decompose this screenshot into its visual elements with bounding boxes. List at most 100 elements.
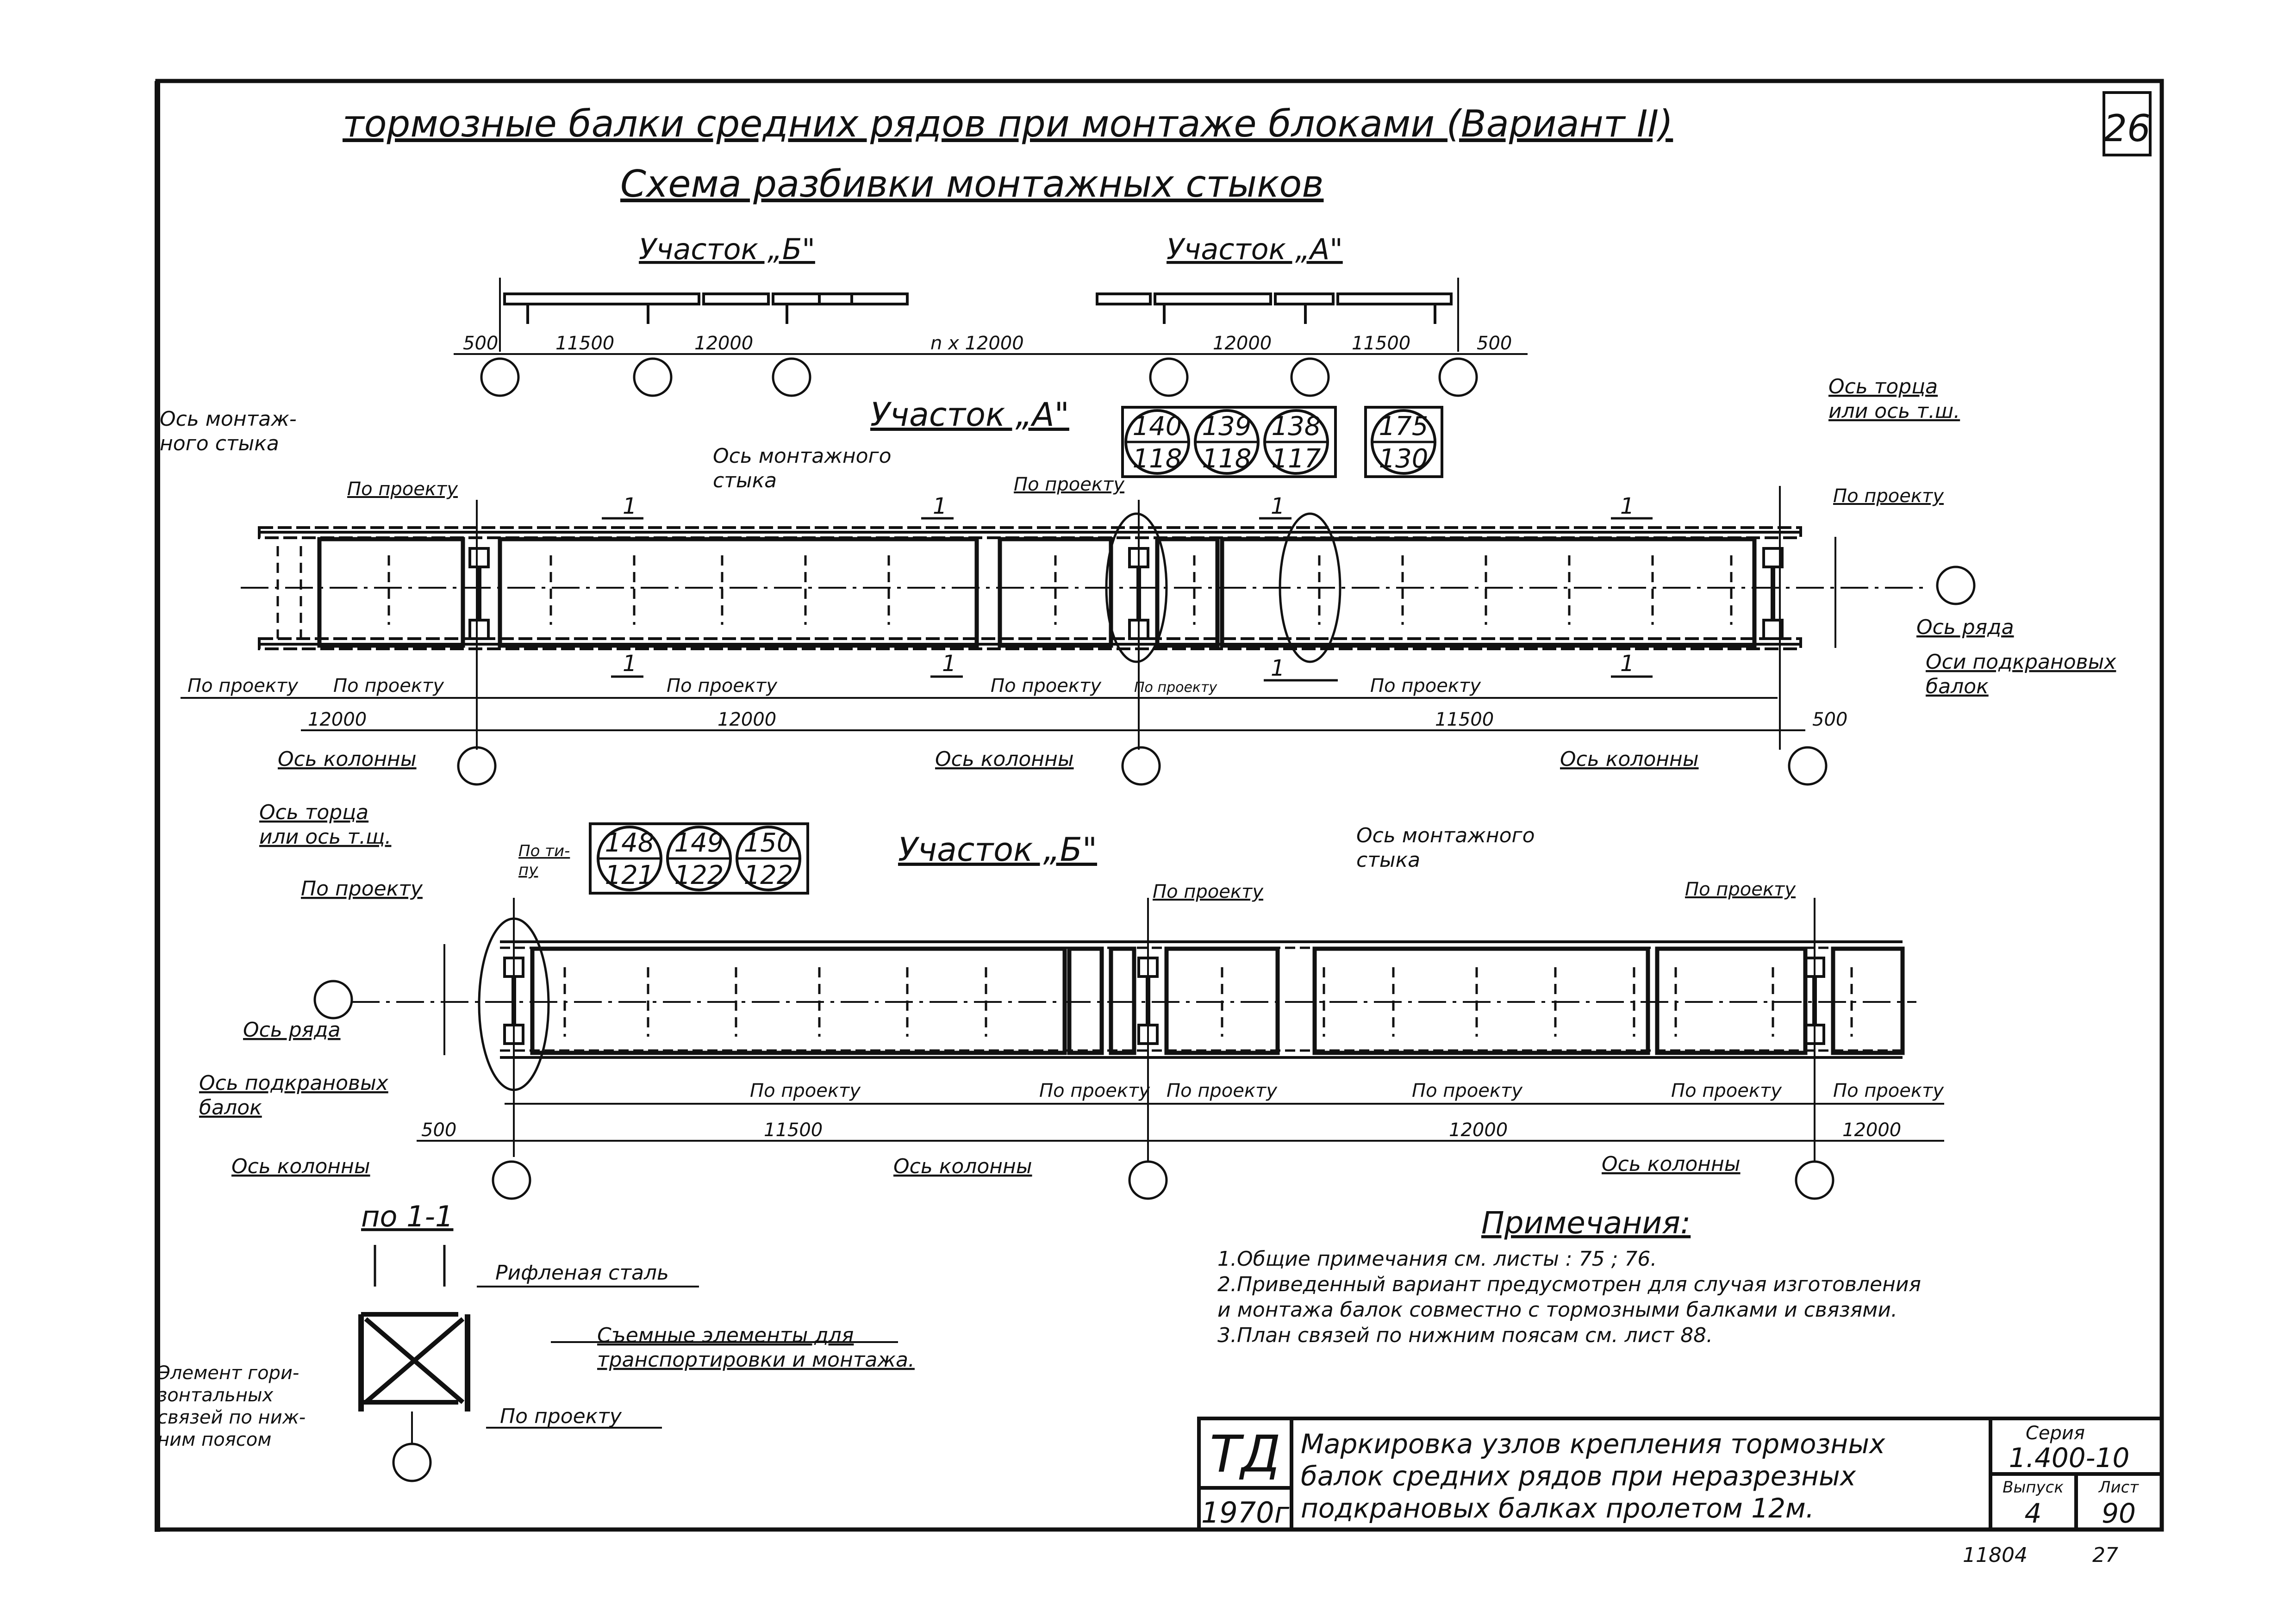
column-connector [1762, 547, 1784, 640]
section-marker: 1 [1611, 651, 1653, 678]
plan-b-bottom-label: По проекту [1167, 1080, 1278, 1101]
mark-top: 148 [605, 828, 655, 858]
stamp-series: 1.400-10 [2009, 1442, 2130, 1474]
plan-a-dim-3: 11500 [1435, 709, 1494, 730]
plan-b-bottom-label: По проекту [1671, 1080, 1782, 1101]
axis-circle [772, 357, 811, 397]
scheme-dim-6: 11500 [1352, 333, 1410, 354]
section-title: по 1-1 [361, 1200, 453, 1233]
section-mark-text: 1 [1271, 493, 1285, 519]
title-block: ТД 1970г Маркировка узлов крепления торм… [1197, 1417, 2164, 1531]
scheme-label-a: Участок „А" [1167, 232, 1343, 266]
plan-a-bottom-label: По проекту [991, 675, 1102, 696]
plan-b-dim-4: 12000 [1842, 1119, 1901, 1141]
notes-item-4: 3.План связей по нижним поясам см. лист … [1217, 1324, 1713, 1347]
plan-a-per-project: По проекту [347, 479, 458, 500]
axis-circle [1290, 357, 1330, 397]
mark-top: 149 [674, 828, 724, 858]
scheme-label-b: Участок „Б" [639, 232, 815, 266]
footer-number: 11804 [1963, 1543, 2028, 1567]
mark-top: 150 [744, 828, 793, 858]
plan-a-bottom-label: По проекту [1370, 675, 1481, 696]
plan-a-column-axis: Ось колонны [935, 747, 1074, 771]
plan-b-bottom-label: По проекту [1412, 1080, 1523, 1101]
plan-b-mark-2: 149 122 [666, 826, 732, 891]
plan-a-bottom-label: По проекту [187, 675, 299, 696]
stamp-org: ТД [1210, 1424, 1280, 1484]
mark-bottom: 130 [1379, 444, 1429, 474]
stamp-issue: 4 [2025, 1498, 2042, 1529]
column-axis-circle [1795, 1160, 1834, 1200]
plan-a-bottom-label: По проекту [667, 675, 778, 696]
plan-a-column-axis: Ось колонны [278, 747, 417, 771]
plan-b-dim-1: 500 [421, 1119, 456, 1141]
plan-a-dim-2: 12000 [718, 709, 776, 730]
axis-circle [1149, 357, 1189, 397]
section-marker: 1 [930, 651, 963, 678]
plan-a-title: Участок „А" [870, 396, 1069, 434]
stamp-series-label: Серия [2026, 1423, 2085, 1444]
plan-b-bottom-label: По проекту [1039, 1080, 1150, 1101]
column-connector [468, 547, 490, 640]
plan-b-by-type: По ти-пу [518, 842, 570, 879]
section-marker: 1 [602, 493, 643, 520]
plan-b: Участок „Б" 148 121 149 122 150 122 Ось … [199, 801, 1944, 1200]
footer-page: 27 [2092, 1543, 2118, 1567]
plan-a-dim-1: 12000 [308, 709, 367, 730]
mark-bottom: 118 [1133, 444, 1182, 474]
axis-circle [633, 357, 673, 397]
plan-a-mark-1: 140 118 [1124, 409, 1190, 475]
mark-bottom: 118 [1202, 444, 1252, 474]
section-mark-text: 1 [623, 651, 637, 677]
plan-a-extra-box [1364, 406, 1443, 478]
notes-item-3: и монтажа балок совместно с тормозными б… [1217, 1298, 1897, 1322]
section-mark-text: 1 [623, 493, 637, 519]
column-axis-circle [1128, 1160, 1168, 1200]
scheme-dim-2: 11500 [555, 333, 614, 354]
plan-a-row-axis: Ось ряда [1916, 616, 2014, 639]
stamp-sheet: 90 [2102, 1498, 2136, 1529]
scheme-dim-7: 500 [1477, 333, 1512, 354]
mark-top: 138 [1272, 411, 1321, 442]
corner-box [2103, 91, 2152, 156]
scheme-dim-3: 12000 [694, 333, 753, 354]
plan-a-axis-joint-left: Ось монтаж-ного стыка [160, 407, 297, 455]
plan-b-row-axis: Ось ряда [243, 1018, 341, 1042]
plan-b-mark-3: 150 122 [736, 826, 801, 891]
mark-bottom: 117 [1272, 444, 1321, 474]
scheme-diagram: Участок „Б" Участок „А" 500 11500 12000 … [454, 232, 1528, 397]
section-1-1: по 1-1 Рифленая сталь Съемные элементы д… [157, 1200, 915, 1482]
sheet-corner-number: 26 [2103, 107, 2151, 150]
section-marker: 1 [1611, 493, 1653, 520]
plan-b-per-project: По проекту [301, 877, 423, 901]
page-title: тормозные балки средних рядов при монтаж… [343, 102, 1673, 145]
plan-b-column-axis: Ось колонны [231, 1155, 370, 1178]
section-mark-text: 1 [1271, 655, 1285, 681]
notes-heading: Примечания: [1481, 1205, 1691, 1241]
plan-a-dim-4: 500 [1812, 709, 1847, 730]
plan-a-mark-3: 138 117 [1263, 409, 1329, 475]
plan-a-per-project: По проекту [1833, 485, 1944, 507]
plan-b-dim-2: 11500 [764, 1119, 823, 1141]
section-mark-text: 1 [1620, 493, 1635, 519]
plan-a-per-project: По проекту [1014, 474, 1125, 495]
mark-bottom: 121 [605, 860, 655, 890]
scheme-dim-1: 500 [463, 333, 498, 354]
stamp-year: 1970г [1201, 1496, 1290, 1530]
plan-b-per-project: По проекту [1685, 879, 1796, 900]
mark-top: 140 [1133, 411, 1182, 442]
plan-b-column-axis: Ось колонны [1602, 1152, 1741, 1176]
section-marker: 1 [921, 493, 954, 520]
page-subtitle: Схема разбивки монтажных стыков [620, 162, 1324, 205]
mark-top: 139 [1202, 411, 1252, 442]
plan-a: Участок „А" 140 118 139 118 138 117 175 … [160, 375, 2116, 786]
section-mark-text: 1 [933, 493, 947, 519]
plan-a-column-axis: Ось колонны [1560, 747, 1699, 771]
notes-block: Примечания: 1.Общие примечания см. листы… [1217, 1205, 1921, 1347]
plan-b-bottom-label: По проекту [750, 1080, 861, 1101]
stamp-sheet-label: Лист [2098, 1478, 2139, 1497]
